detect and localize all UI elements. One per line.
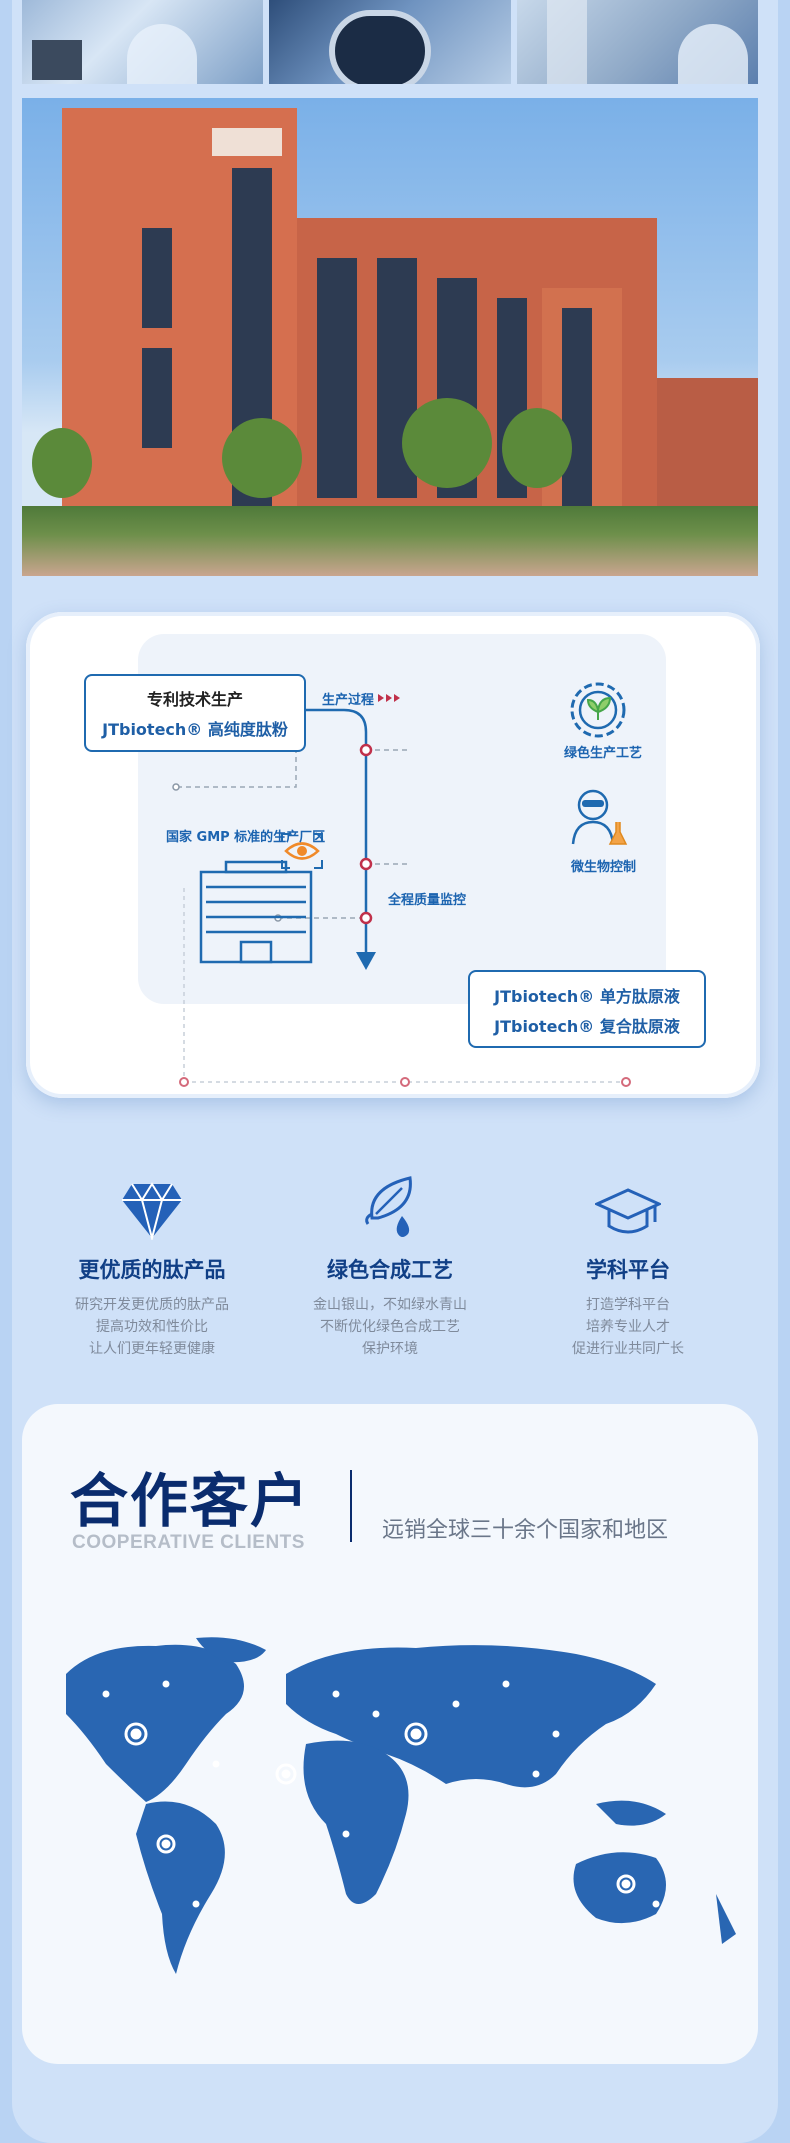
feature-line: 培养专业人才 <box>586 1319 670 1335</box>
feature-green-synthesis: 绿色合成工艺 金山银山，不如绿水青山 不断优化绿色合成工艺 保护环境 <box>280 1160 500 1360</box>
eurasia-shape <box>286 1645 656 1788</box>
africa-shape <box>303 1740 409 1904</box>
graduation-cap-icon <box>518 1160 738 1240</box>
diamond-icon <box>42 1160 262 1240</box>
lab-photo-2 <box>269 0 511 84</box>
company-building-photo <box>22 98 758 576</box>
patent-line-1: 专利技术生产 <box>146 690 243 709</box>
feature-line: 研究开发更优质的肽产品 <box>75 1297 229 1313</box>
patent-production-box: 专利技术生产 JTbiotech® 高纯度肽粉 <box>84 674 306 752</box>
lab-equipment <box>32 40 82 80</box>
flow-diagram-lines <box>172 682 631 1087</box>
feature-academic-platform: 学科平台 打造学科平台 培养专业人才 促进行业共同广长 <box>518 1160 738 1360</box>
company-logo-sign <box>212 128 282 156</box>
building-main <box>62 108 297 548</box>
green-process-label: 绿色生产工艺 <box>564 746 643 761</box>
output-product-box: JTbiotech® 单方肽原液 JTbiotech® 复合肽原液 <box>468 970 706 1048</box>
tree <box>32 428 92 498</box>
lab-photo-3 <box>516 0 758 84</box>
lab-photo-strip <box>22 0 758 84</box>
world-map-graphic <box>66 1637 736 1974</box>
eye-monitor-icon <box>281 833 323 869</box>
south-america-shape <box>136 1801 225 1974</box>
features-section: 更优质的肽产品 研究开发更优质的肽产品 提高功效和性价比 让人们更年轻更健康 绿… <box>22 1160 758 1360</box>
feature-line: 保护环境 <box>362 1341 418 1357</box>
southeast-asia-islands <box>596 1800 666 1826</box>
feature-line: 提高功效和性价比 <box>96 1319 208 1335</box>
production-flow-card: 专利技术生产 JTbiotech® 高纯度肽粉 生产过程 国家 GMP 标准的生… <box>26 612 760 1098</box>
clients-title: 合作客户 <box>70 1467 311 1535</box>
feature-line: 让人们更年轻更健康 <box>89 1341 215 1357</box>
new-zealand-shape <box>716 1894 736 1944</box>
lab-worker-figure <box>127 24 197 84</box>
tree <box>402 398 492 488</box>
feature-line: 打造学科平台 <box>586 1297 670 1313</box>
landscape-ground <box>22 506 758 576</box>
gmp-factory-label: 国家 GMP 标准的生产厂区 <box>166 830 326 845</box>
factory-icon <box>199 860 313 964</box>
feature-line: 促进行业共同广长 <box>572 1341 684 1357</box>
feature-line: 金山银山，不如绿水青山 <box>313 1297 467 1313</box>
quality-monitoring-label: 全程质量监控 <box>388 893 467 908</box>
feature-quality-peptides: 更优质的肽产品 研究开发更优质的肽产品 提高功效和性价比 让人们更年轻更健康 <box>42 1160 262 1360</box>
reactor-vessel <box>329 10 432 84</box>
north-america-shape <box>66 1644 244 1802</box>
feature-title: 更优质的肽产品 <box>78 1258 226 1282</box>
patent-line-2: JTbiotech® 高纯度肽粉 <box>102 720 288 739</box>
lab-photo-1 <box>22 0 264 84</box>
lab-worker-figure <box>677 24 748 84</box>
output-line-1: JTbiotech® 单方肽原液 <box>494 987 680 1006</box>
title-divider <box>350 1470 352 1542</box>
leaf-drop-icon <box>280 1160 500 1240</box>
tree <box>222 418 302 498</box>
process-label: 生产过程 <box>322 693 375 708</box>
clients-description: 远销全球三十余个国家和地区 <box>382 1518 669 1543</box>
output-line-2: JTbiotech® 复合肽原液 <box>494 1017 680 1036</box>
greenland-shape <box>196 1637 266 1663</box>
clients-subtitle: COOPERATIVE CLIENTS <box>72 1532 305 1553</box>
feature-title: 学科平台 <box>586 1258 670 1282</box>
scientist-icon <box>571 789 628 845</box>
flow-arrow-head <box>356 952 376 970</box>
glass-column <box>546 0 587 84</box>
feature-title: 绿色合成工艺 <box>327 1258 453 1282</box>
tree <box>502 408 572 488</box>
cooperative-clients-section: 合作客户 COOPERATIVE CLIENTS 远销全球三十余个国家和地区 <box>22 1404 758 2064</box>
microbe-control-label: 微生物控制 <box>571 860 637 875</box>
gear-leaf-icon <box>570 682 626 738</box>
feature-line: 不断优化绿色合成工艺 <box>320 1319 460 1335</box>
